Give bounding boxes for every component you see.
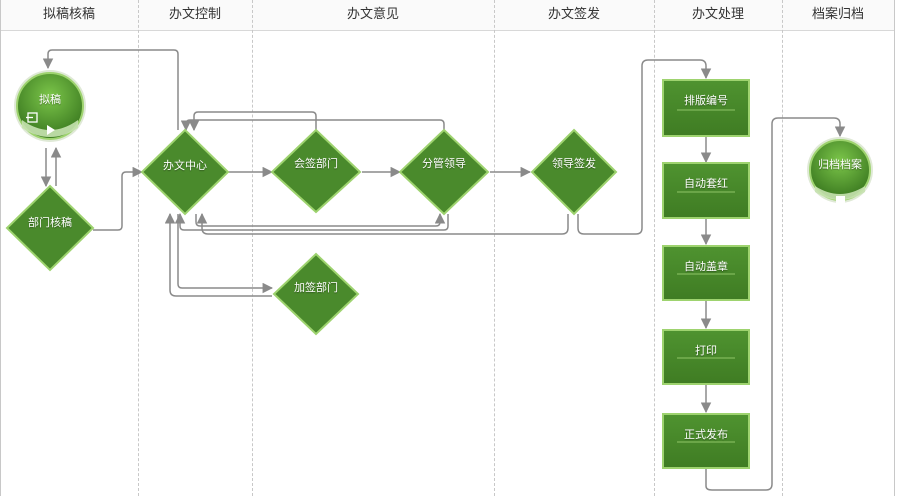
- connector-leader-to-center-lower: [174, 212, 449, 231]
- lane-divider: [252, 0, 253, 496]
- lane-divider: [894, 0, 895, 496]
- lane-divider: [654, 0, 655, 496]
- process-publish[interactable]: [662, 413, 750, 469]
- lane-divider: [138, 0, 139, 496]
- lane-header-draft: 拟稿核稿: [0, 0, 138, 31]
- connector-leader-to-center: [180, 119, 445, 132]
- lane-header-process: 办文处理: [654, 0, 782, 31]
- label-auto-seal: 自动盖章: [684, 260, 728, 273]
- label-branch-leader: 分管领导: [422, 157, 466, 170]
- connector-addsign-to-center: [164, 212, 272, 297]
- process-typeset[interactable]: [662, 79, 750, 137]
- label-leader-sign: 领导签发: [552, 157, 596, 170]
- process-print[interactable]: [662, 329, 750, 385]
- connector-dept-to-center: [93, 166, 144, 231]
- lane-divider: [0, 0, 1, 496]
- label-auto-red: 自动套红: [684, 177, 728, 190]
- process-auto-seal[interactable]: [662, 245, 750, 301]
- lane-header-archive: 档案归档: [782, 0, 894, 31]
- stop-icon[interactable]: [836, 196, 845, 203]
- lane-divider: [782, 0, 783, 496]
- connector-publish-to-archive: [705, 117, 846, 491]
- label-print: 打印: [695, 344, 717, 357]
- end-node-archive[interactable]: [807, 137, 873, 203]
- label-center: 办文中心: [163, 159, 207, 172]
- connector-sign-to-center: [196, 212, 569, 235]
- connector-sign-to-typeset: [577, 59, 712, 235]
- decision-countersign[interactable]: [270, 128, 362, 214]
- connector-countersign-to-center: [188, 111, 317, 132]
- decision-dept-review[interactable]: [5, 184, 95, 272]
- lane-divider: [494, 0, 495, 496]
- decision-leader-sign[interactable]: [530, 128, 618, 216]
- connector-center-to-addsign: [177, 214, 274, 294]
- lane-header-opinion: 办文意见: [252, 0, 494, 31]
- play-icon[interactable]: [47, 125, 55, 135]
- decision-center[interactable]: [140, 128, 230, 216]
- label-typeset: 排版编号: [684, 94, 728, 107]
- label-countersign: 会签部门: [294, 157, 338, 170]
- lane-header-control: 办文控制: [138, 0, 252, 31]
- enter-icon: [26, 112, 38, 123]
- label-add-sign: 加签部门: [294, 281, 338, 294]
- label-dept-review: 部门核稿: [28, 216, 72, 229]
- connector-center-to-leader: [195, 212, 446, 227]
- lane-header-sign: 办文签发: [494, 0, 654, 31]
- process-auto-red[interactable]: [662, 162, 750, 219]
- start-node-draft[interactable]: [14, 70, 86, 142]
- connectors: [40, 49, 846, 491]
- label-draft: 拟稿: [39, 93, 61, 106]
- connector-center-to-draft: [42, 49, 179, 130]
- decision-branch-leader[interactable]: [398, 128, 490, 216]
- label-archive: 归档档案: [818, 158, 862, 171]
- label-publish: 正式发布: [684, 428, 728, 441]
- decision-add-sign[interactable]: [272, 252, 360, 336]
